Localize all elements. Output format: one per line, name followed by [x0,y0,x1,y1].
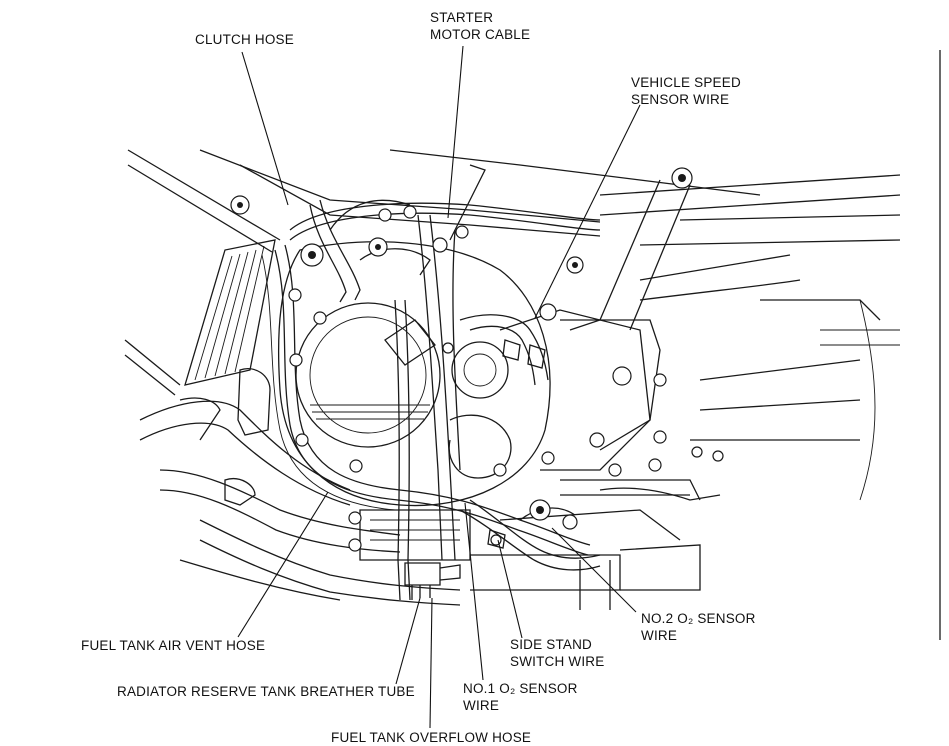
label-starter-motor-cable-line1: STARTER [430,10,494,25]
label-no2-o2-sensor-wire-line2: WIRE [641,628,678,643]
label-fuel-tank-air-vent-hose: FUEL TANK AIR VENT HOSE [81,638,266,653]
label-clutch-hose: CLUTCH HOSE [195,32,294,47]
leader-radiator-reserve-tank-breather-tube [395,597,421,685]
leader-fuel-tank-air-vent-hose [237,491,329,638]
label-side-stand-switch-wire-line1: SIDE STAND [510,637,593,652]
exhaust-pipes [139,368,461,606]
leader-lines [237,45,641,729]
leader-fuel-tank-overflow-hose [429,597,433,729]
label-no1-o2-sensor-wire-line2: WIRE [463,698,500,713]
engine-case [277,241,701,610]
label-no2-o2-sensor-wire-line1: NO.2 O₂ SENSOR [641,611,756,626]
leader-clutch-hose [241,51,289,206]
label-radiator-reserve-tank-breather-tube: RADIATOR RESERVE TANK BREATHER TUBE [117,684,415,699]
label-vehicle-speed-sensor-wire-line2: SENSOR WIRE [631,92,730,107]
label-vehicle-speed-sensor-wire: VEHICLE SPEED SENSOR WIRE [631,74,741,108]
bolts [230,167,724,552]
label-side-stand-switch-wire: SIDE STAND SWITCH WIRE [510,636,604,670]
label-no2-o2-sensor-wire: NO.2 O₂ SENSOR WIRE [641,610,756,644]
label-starter-motor-cable-line2: MOTOR CABLE [430,27,531,42]
leader-vehicle-speed-sensor-wire [534,104,641,319]
harness-bundle [261,164,721,601]
leader-no1-o2-sensor-wire [464,502,484,681]
label-vehicle-speed-sensor-wire-line1: VEHICLE SPEED [631,75,741,90]
label-no1-o2-sensor-wire: NO.1 O₂ SENSOR WIRE [463,680,578,714]
tube-clamp [404,562,461,600]
label-fuel-tank-overflow-hose: FUEL TANK OVERFLOW HOSE [331,730,532,745]
label-starter-motor-cable: STARTER MOTOR CABLE [430,9,530,43]
label-side-stand-switch-wire-line2: SWITCH WIRE [510,654,605,669]
frame-structure [127,50,941,640]
radiator [124,239,276,396]
label-no1-o2-sensor-wire-line1: NO.1 O₂ SENSOR [463,681,578,696]
leader-no2-o2-sensor-wire [551,527,637,613]
leader-starter-motor-cable [447,45,464,219]
leader-side-stand-switch-wire [497,539,523,639]
